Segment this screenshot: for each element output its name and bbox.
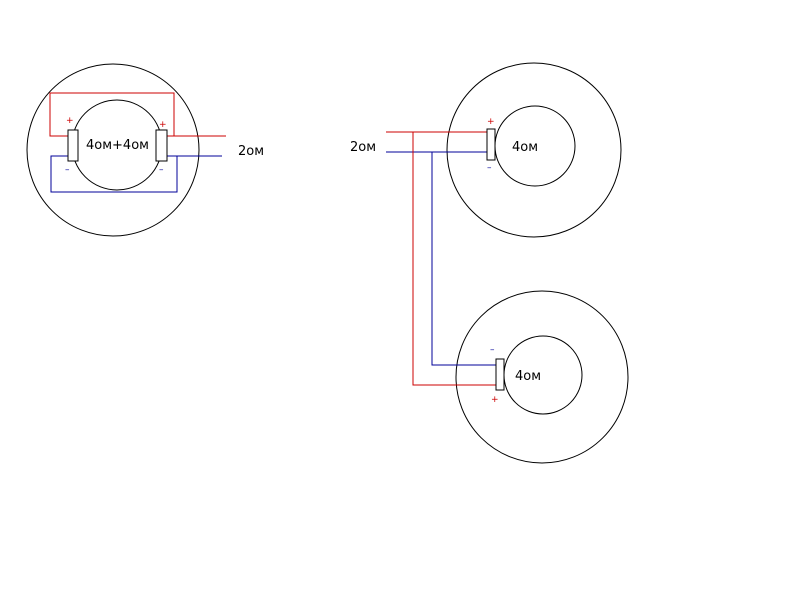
right-terminal-minus: –	[159, 165, 164, 175]
left-terminal	[67, 129, 79, 162]
negative-branch-wire	[431, 152, 496, 366]
left-terminal-minus: –	[65, 165, 70, 175]
top-speaker-outer-cone	[446, 62, 622, 238]
left-terminal-plus: +	[66, 116, 74, 126]
speaker-impedance-label: 4ом+4ом	[86, 138, 149, 153]
right-terminal-plus: +	[159, 120, 167, 130]
positive-branch-wire	[412, 132, 496, 386]
output-impedance-label: 2ом	[238, 144, 264, 159]
bottom-speaker-minus: –	[490, 345, 495, 355]
top-speaker-plus: +	[487, 117, 495, 127]
parallel-speakers: + – – + 2ом 4ом 4ом	[350, 62, 629, 464]
top-speaker-impedance-label: 4ом	[512, 140, 538, 155]
bottom-speaker-impedance-label: 4ом	[515, 369, 541, 384]
speaker-outer-cone	[26, 63, 200, 237]
top-speaker-terminal	[486, 128, 496, 161]
bottom-speaker-plus: +	[491, 395, 499, 405]
right-terminal	[155, 129, 168, 162]
bottom-speaker-outer-cone	[455, 290, 629, 464]
bottom-speaker-terminal	[495, 358, 505, 391]
dual-coil-speaker: + – + – 4ом+4ом 2ом	[26, 63, 264, 237]
input-impedance-label: 2ом	[350, 140, 376, 155]
top-speaker-minus: –	[487, 163, 492, 173]
